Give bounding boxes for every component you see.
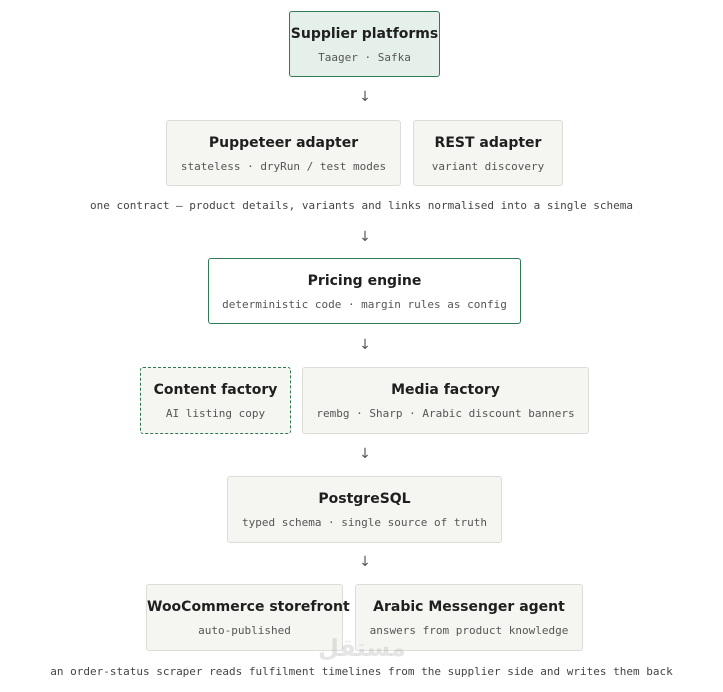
node-title: PostgreSQL — [318, 491, 411, 507]
contract-note: one contract — product details, variants… — [89, 199, 634, 212]
node-title: Arabic Messenger agent — [373, 599, 565, 615]
node-title: WooCommerce storefront — [147, 599, 350, 615]
watermark-logo: مستقل — [318, 634, 406, 662]
node-subtitle: stateless · dryRun / test modes — [180, 160, 387, 173]
arrow-down-icon: ↓ — [359, 89, 371, 105]
node-title: Pricing engine — [307, 273, 422, 289]
node-subtitle: AI listing copy — [165, 407, 266, 420]
arrow-down-icon: ↓ — [359, 337, 371, 353]
node-subtitle: deterministic code · margin rules as con… — [222, 298, 507, 311]
node-title: Media factory — [391, 382, 500, 398]
node-title: Content factory — [153, 382, 278, 398]
node-subtitle: auto-published — [198, 624, 291, 637]
node-subtitle: answers from product knowledge — [369, 624, 569, 637]
messenger-agent-node: Arabic Messenger agent answers from prod… — [355, 584, 583, 651]
pricing-engine-node: Pricing engine deterministic code · marg… — [208, 258, 521, 324]
puppeteer-adapter-node: Puppeteer adapter stateless · dryRun / t… — [166, 120, 401, 186]
media-factory-node: Media factory rembg · Sharp · Arabic dis… — [302, 367, 589, 434]
content-factory-node: Content factory AI listing copy — [140, 367, 291, 434]
node-title: REST adapter — [434, 135, 542, 151]
node-subtitle: typed schema · single source of truth — [241, 516, 488, 529]
postgresql-node: PostgreSQL typed schema · single source … — [227, 476, 502, 543]
node-title: Puppeteer adapter — [208, 135, 359, 151]
order-status-note: an order-status scraper reads fulfilment… — [50, 665, 673, 678]
rest-adapter-node: REST adapter variant discovery — [413, 120, 563, 186]
arrow-down-icon: ↓ — [359, 554, 371, 570]
arrow-down-icon: ↓ — [359, 229, 371, 245]
supplier-platforms-node: Supplier platforms Taager · Safka — [289, 11, 440, 77]
node-title: Supplier platforms — [290, 26, 439, 42]
node-subtitle: variant discovery — [431, 160, 545, 173]
node-subtitle: Taager · Safka — [318, 51, 411, 64]
arrow-down-icon: ↓ — [359, 446, 371, 462]
woocommerce-storefront-node: WooCommerce storefront auto-published — [146, 584, 350, 651]
node-subtitle: rembg · Sharp · Arabic discount banners — [316, 407, 575, 420]
